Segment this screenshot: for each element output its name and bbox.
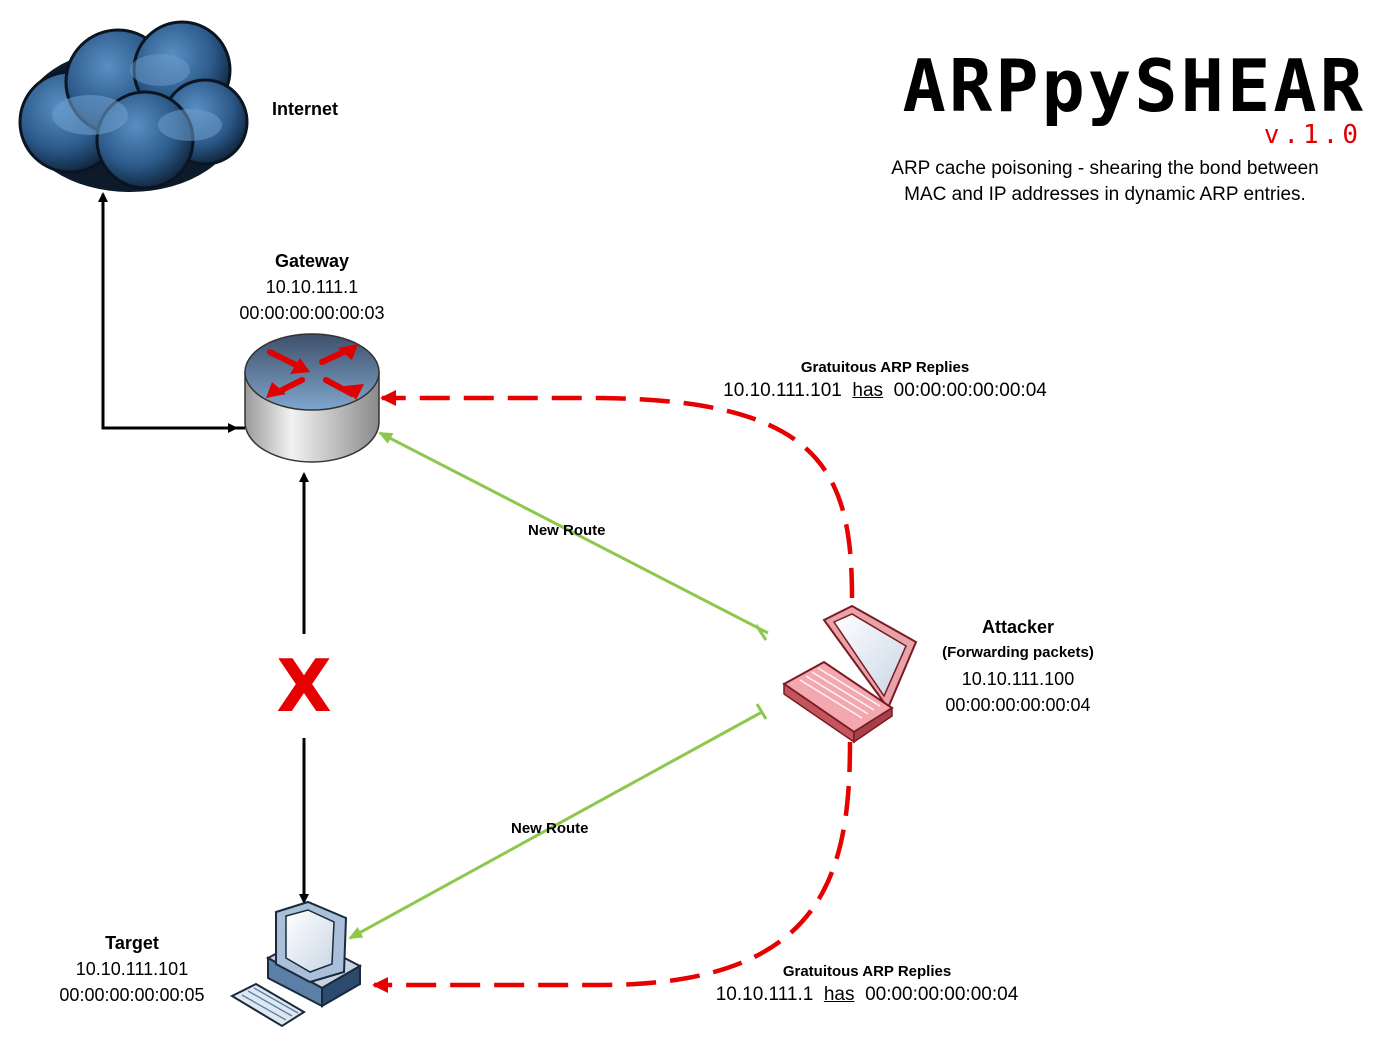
- attacker-label-block: Attacker (Forwarding packets) 10.10.111.…: [918, 614, 1118, 718]
- arp-bottom-ip: 10.10.111.1: [715, 984, 814, 1005]
- arp-bottom-verb: has: [823, 984, 855, 1005]
- version-label: v.1.0: [1263, 120, 1362, 150]
- internet-label: Internet: [272, 99, 339, 119]
- arp-bottom-mac: 00:00:00:00:00:04: [865, 984, 1019, 1005]
- target-mac: 00:00:00:00:00:05: [59, 985, 205, 1005]
- new-route-upper: [378, 431, 769, 641]
- router-icon: [244, 333, 380, 463]
- arp-top-mac: 00:00:00:00:00:04: [893, 380, 1047, 401]
- attacker-mac: 00:00:00:00:00:04: [945, 695, 1091, 715]
- arp-replies-bottom: Gratuitous ARP Replies 10.10.111.1 has 0…: [682, 962, 1052, 1008]
- gateway-label-block: Gateway 10.10.111.1 00:00:00:00:00:03: [212, 248, 412, 326]
- gateway-internet-link: [98, 192, 245, 433]
- blocked-link-x-icon: X: [276, 644, 332, 728]
- new-route-lower: [348, 703, 768, 940]
- target-ip: 10.10.111.101: [75, 959, 189, 979]
- poison-path-to-target: [372, 741, 853, 993]
- laptop-icon: [782, 604, 918, 744]
- subtitle-line-2: MAC and IP addresses in dynamic ARP entr…: [904, 184, 1306, 205]
- subtitle: ARP cache poisoning - shearing the bond …: [850, 156, 1360, 208]
- gateway-mac: 00:00:00:00:00:03: [239, 303, 385, 323]
- arp-top-title: Gratuitous ARP Replies: [800, 359, 970, 376]
- route-label-lower: New Route: [511, 820, 589, 837]
- desktop-computer-icon: [229, 900, 363, 1028]
- target-label-block: Target 10.10.111.101 00:00:00:00:00:05: [32, 930, 232, 1008]
- arp-replies-top: Gratuitous ARP Replies 10.10.111.101 has…: [700, 358, 1070, 404]
- attacker-ip: 10.10.111.100: [961, 669, 1075, 689]
- arp-top-ip: 10.10.111.101: [723, 380, 842, 401]
- gateway-ip: 10.10.111.1: [265, 277, 359, 297]
- subtitle-line-1: ARP cache poisoning - shearing the bond …: [891, 158, 1319, 179]
- gateway-name: Gateway: [274, 251, 350, 271]
- attacker-note: (Forwarding packets): [942, 644, 1094, 661]
- poison-path-to-gateway: [380, 390, 855, 599]
- arp-top-verb: has: [852, 380, 884, 401]
- target-name: Target: [105, 933, 159, 953]
- attacker-name: Attacker: [981, 617, 1055, 637]
- arp-bottom-title: Gratuitous ARP Replies: [782, 963, 952, 980]
- route-label-upper: New Route: [528, 522, 606, 539]
- cloud-icon: [18, 20, 249, 192]
- app-title: ARPpySHEAR: [902, 44, 1366, 128]
